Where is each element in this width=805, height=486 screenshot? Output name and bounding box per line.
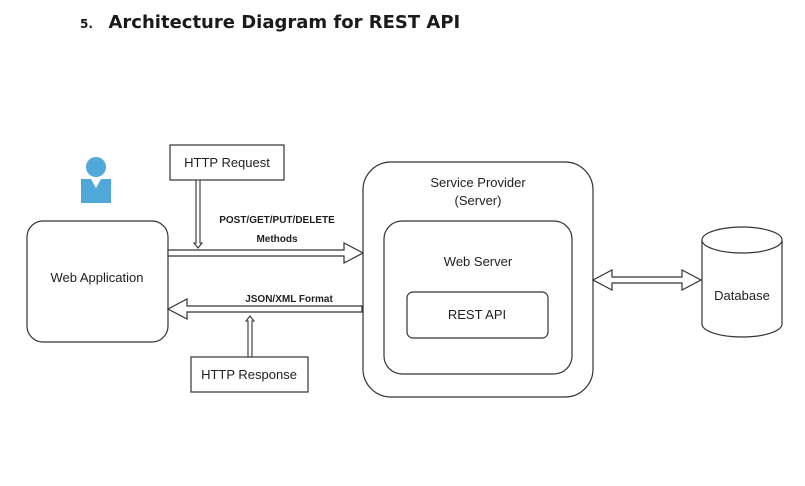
methods-label-line2: Methods bbox=[256, 234, 298, 245]
http-request-label: HTTP Request bbox=[184, 155, 270, 170]
rest-api-box: REST API bbox=[406, 291, 549, 339]
rest-api-label: REST API bbox=[448, 307, 506, 322]
web-server-label: Web Server bbox=[444, 254, 513, 269]
methods-label-line1: POST/GET/PUT/DELETE bbox=[219, 215, 335, 226]
service-provider-label-line2: (Server) bbox=[455, 193, 502, 208]
user-icon bbox=[81, 157, 111, 203]
response-arrow bbox=[166, 298, 363, 320]
section-title: Architecture Diagram for REST API bbox=[108, 12, 461, 33]
request-down-arrow bbox=[192, 179, 204, 249]
http-response-box: HTTP Response bbox=[190, 356, 309, 393]
http-request-box: HTTP Request bbox=[169, 144, 285, 181]
web-application-label: Web Application bbox=[51, 270, 144, 285]
database-cylinder: Database bbox=[701, 226, 783, 338]
web-application-box: Web Application bbox=[26, 220, 169, 343]
database-label: Database bbox=[714, 288, 770, 303]
response-format-label: JSON/XML Format bbox=[245, 294, 333, 305]
section-number: 5. bbox=[80, 17, 93, 31]
section-heading: 5. Architecture Diagram for REST API bbox=[80, 12, 460, 33]
database-link-arrow bbox=[591, 269, 703, 291]
response-up-arrow bbox=[244, 315, 256, 358]
http-response-label: HTTP Response bbox=[201, 367, 297, 382]
request-arrow bbox=[167, 242, 365, 264]
service-provider-label-line1: Service Provider bbox=[430, 175, 526, 190]
